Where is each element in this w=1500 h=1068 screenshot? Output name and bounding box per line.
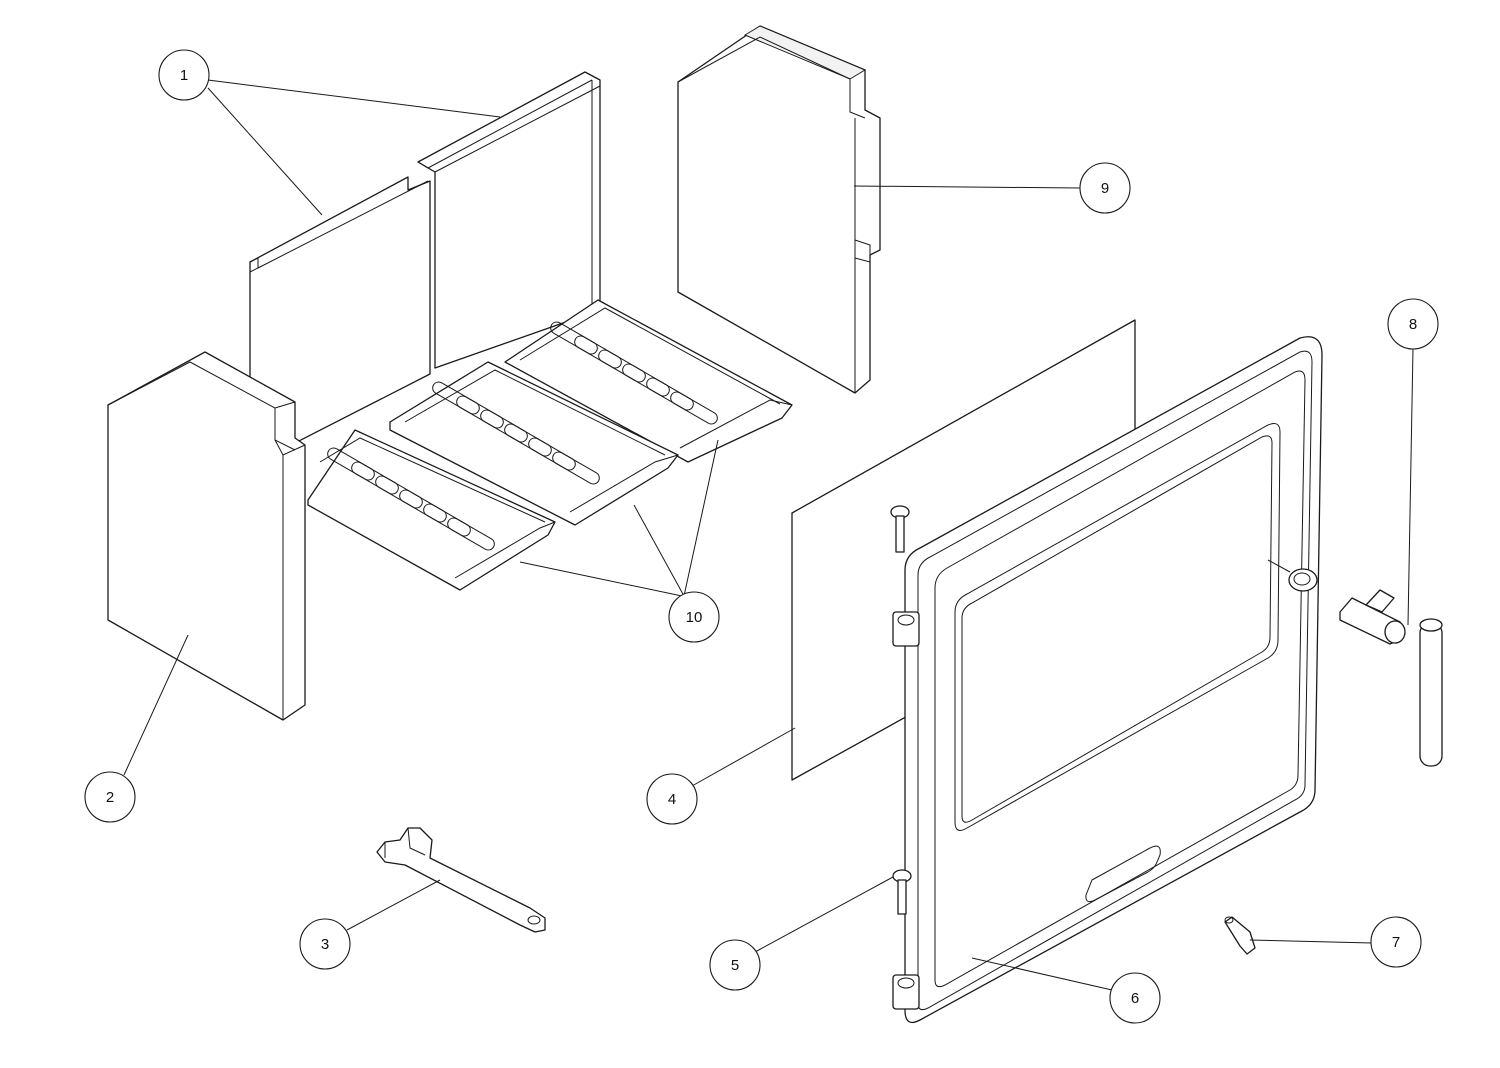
part-3-tool [376,827,546,933]
part-2-side-firebrick [107,351,306,721]
callout-8: 8 [1387,298,1439,350]
callout-3-label: 3 [321,936,329,953]
callout-4-label: 4 [668,791,676,808]
part-7-pin [1224,916,1256,955]
callout-2: 2 [84,771,136,823]
leader-lines [123,79,1414,991]
part-9-side-firebrick [677,25,881,394]
part-10-grate-plates [307,299,793,591]
callout-10: 10 [668,591,720,643]
part-1-rear-firebricks [249,71,601,467]
callout-9: 9 [1079,162,1131,214]
part-8-door-handle [1339,589,1443,767]
callout-6-label: 6 [1131,990,1139,1007]
callout-1: 1 [158,49,210,101]
callout-10-label: 10 [686,609,703,626]
part-5-hinge-pins [890,505,912,915]
callout-7-label: 7 [1392,934,1400,951]
callout-3: 3 [299,918,351,970]
callout-4: 4 [646,773,698,825]
callout-5-label: 5 [731,957,739,974]
callout-6: 6 [1109,972,1161,1024]
callout-7: 7 [1370,916,1422,968]
callout-2-label: 2 [106,789,114,806]
callout-8-label: 8 [1409,316,1417,333]
callout-1-label: 1 [180,67,188,84]
part-6-door [892,336,1323,1024]
callout-9-label: 9 [1101,180,1109,197]
callout-5: 5 [709,939,761,991]
